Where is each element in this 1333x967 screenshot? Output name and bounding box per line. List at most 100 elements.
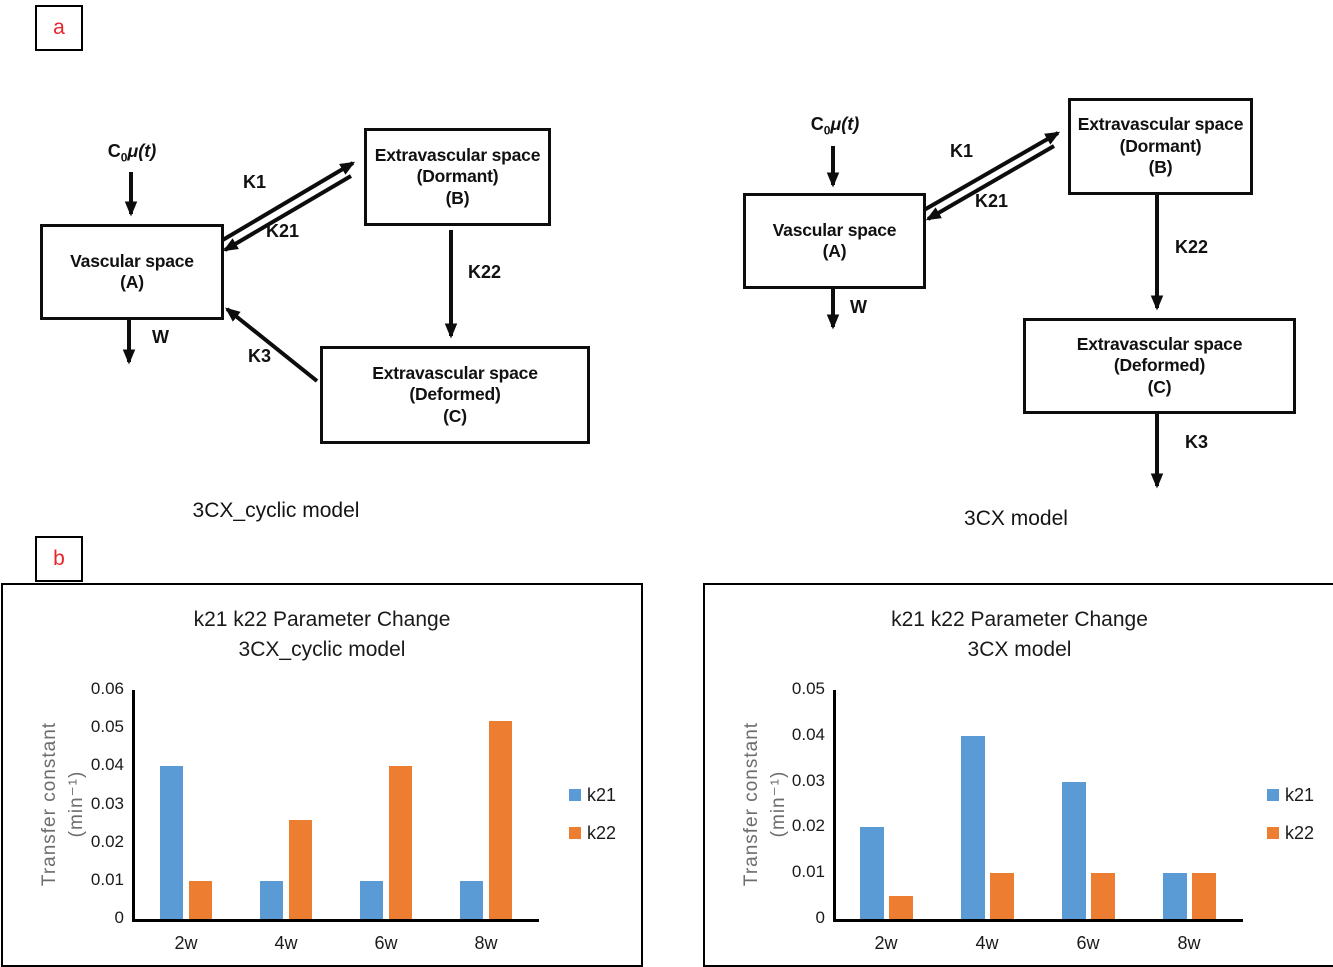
w-arrow-label: W bbox=[152, 327, 169, 347]
x-category-label: 2w bbox=[174, 933, 198, 953]
k3-arrow-label: K3 bbox=[1185, 432, 1209, 452]
legend-label-k22: k22 bbox=[587, 823, 617, 843]
vascular-space-box: Vascular space (A) bbox=[40, 224, 224, 320]
chart-title-line1: k21 k22 Parameter Change bbox=[891, 608, 1148, 631]
y-tick-label: 0.03 bbox=[90, 793, 124, 813]
chart-title: k21 k22 Parameter Change 3CX model bbox=[705, 605, 1333, 665]
extravascular-deformed-box: Extravascular space (Deformed) (C) bbox=[320, 346, 590, 444]
y-tick-label: 0.05 bbox=[90, 717, 124, 737]
extravascular-deformed-box: Extravascular space (Deformed) (C) bbox=[1023, 318, 1296, 414]
legend-swatch-k22 bbox=[1267, 827, 1279, 839]
chart-title: k21 k22 Parameter Change 3CX_cyclic mode… bbox=[3, 605, 641, 665]
y-axis-label-line2: (min⁻¹) bbox=[768, 770, 789, 838]
k21-arrow bbox=[222, 174, 353, 252]
box-label-line: (Dormant) bbox=[416, 166, 499, 187]
bar-k22-8w bbox=[1191, 873, 1216, 919]
box-label-line: (B) bbox=[1148, 157, 1173, 178]
bar-k21-8w bbox=[460, 880, 483, 919]
y-axis-line bbox=[833, 690, 836, 922]
box-label-line: Extravascular space bbox=[1077, 114, 1244, 135]
y-axis-label-line1: Transfer constant bbox=[39, 721, 60, 887]
legend-label-k21: k21 bbox=[587, 785, 617, 805]
x-category-label: 2w bbox=[874, 933, 898, 953]
bar-k22-4w bbox=[289, 819, 312, 919]
bar-k21-2w bbox=[160, 766, 183, 919]
bar-k22-6w bbox=[1090, 873, 1115, 919]
y-tick-label: 0 bbox=[815, 908, 825, 927]
y-tick-label: 0.02 bbox=[90, 831, 124, 851]
box-label-line: (C) bbox=[443, 405, 467, 426]
diagram-caption: 3CX model bbox=[964, 507, 1068, 530]
w-arrow-label: W bbox=[850, 297, 867, 317]
y-axis-label-line1: Transfer constant bbox=[741, 721, 762, 887]
k1-arrow-label: K1 bbox=[243, 172, 267, 192]
k3-arrow bbox=[225, 307, 319, 383]
bar-k22-6w bbox=[389, 766, 412, 919]
y-tick-label: 0.04 bbox=[90, 755, 124, 775]
extravascular-dormant-box: Extravascular space (Dormant) (B) bbox=[364, 128, 551, 226]
y-tick-label: 0.06 bbox=[90, 679, 124, 698]
bar-k22-2w bbox=[888, 896, 913, 919]
bar-k21-2w bbox=[859, 827, 884, 919]
y-tick-label: 0.01 bbox=[90, 869, 124, 889]
panel-b-tag: b bbox=[35, 536, 83, 582]
chart-panel-3cx: k21 k22 Parameter Change 3CX model Trans… bbox=[703, 583, 1333, 967]
panel-a-letter: a bbox=[53, 16, 65, 39]
legend-swatch-k21 bbox=[569, 789, 581, 801]
k21-arrow bbox=[925, 144, 1056, 221]
x-category-label: 4w bbox=[975, 933, 999, 953]
box-label-line: (Deformed) bbox=[409, 384, 501, 405]
y-tick-label: 0.03 bbox=[791, 770, 825, 790]
box-label-line: (Dormant) bbox=[1119, 135, 1202, 156]
x-category-label: 6w bbox=[1076, 933, 1100, 953]
legend-label-k21: k21 bbox=[1285, 785, 1315, 805]
y-tick-label: 0.02 bbox=[791, 816, 825, 836]
input-function-label: C0μ(t) bbox=[810, 114, 860, 138]
bar-k21-8w bbox=[1162, 873, 1187, 919]
x-axis-line bbox=[132, 919, 539, 922]
legend-swatch-k21 bbox=[1267, 789, 1279, 801]
box-label-line: Extravascular space bbox=[372, 362, 538, 383]
bar-k22-4w bbox=[989, 873, 1014, 919]
bar-k21-6w bbox=[360, 880, 383, 919]
y-tick-label: 0.01 bbox=[791, 862, 825, 882]
x-category-label: 6w bbox=[374, 933, 398, 953]
y-axis-label: Transfer constant (min⁻¹) bbox=[738, 679, 792, 929]
y-tick-label: 0.05 bbox=[791, 679, 825, 698]
k1-arrow bbox=[219, 161, 356, 243]
box-label-line: (C) bbox=[1147, 376, 1172, 397]
input-function-label: C0μ(t) bbox=[107, 141, 157, 165]
extravascular-dormant-box: Extravascular space (Dormant) (B) bbox=[1068, 98, 1253, 195]
box-label-line: Extravascular space bbox=[1076, 333, 1243, 354]
x-axis-line bbox=[833, 919, 1243, 922]
panel-b-letter: b bbox=[53, 547, 65, 570]
legend-label-k22: k22 bbox=[1285, 823, 1315, 843]
bar-k21-4w bbox=[960, 735, 985, 919]
y-tick-label: 0.04 bbox=[791, 724, 825, 744]
box-label-line: (Deformed) bbox=[1113, 355, 1206, 376]
diagram-caption: 3CX_cyclic model bbox=[192, 499, 360, 522]
k21-arrow-label: K21 bbox=[266, 221, 300, 241]
box-label-line: (A) bbox=[120, 272, 144, 292]
x-category-label: 4w bbox=[274, 933, 298, 953]
chart-title-line2: 3CX model bbox=[967, 638, 1072, 661]
vascular-space-box: Vascular space (A) bbox=[743, 193, 926, 289]
y-axis-line bbox=[132, 690, 135, 922]
bar-k21-4w bbox=[260, 880, 283, 919]
diagram-arrows-layer bbox=[122, 131, 1164, 489]
bar-k22-2w bbox=[189, 880, 212, 919]
chart-title-line1: k21 k22 Parameter Change bbox=[193, 608, 451, 631]
k22-arrow-label: K22 bbox=[468, 262, 502, 282]
k1-arrow-label: K1 bbox=[950, 141, 974, 161]
x-category-label: 8w bbox=[1177, 933, 1201, 953]
chart-title-line2: 3CX_cyclic model bbox=[238, 638, 406, 661]
k1-arrow bbox=[923, 131, 1061, 212]
bar-k22-8w bbox=[489, 720, 512, 919]
panel-a-tag: a bbox=[35, 5, 83, 51]
x-category-label: 8w bbox=[474, 933, 498, 953]
box-label-line: (A) bbox=[822, 241, 847, 261]
box-label-line: Extravascular space bbox=[374, 144, 541, 165]
legend-swatch-k22 bbox=[569, 827, 581, 839]
y-tick-label: 0 bbox=[114, 908, 124, 927]
